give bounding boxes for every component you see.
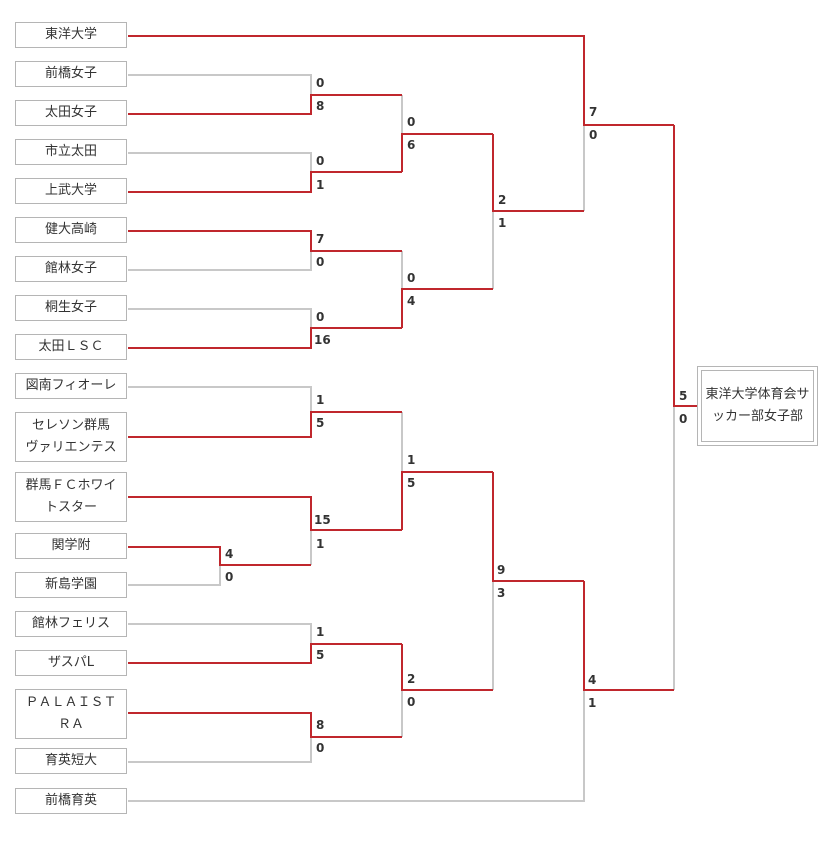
loser-path (128, 565, 221, 586)
team-kendai-takasaki: 健大高崎 (15, 217, 127, 243)
score: 3 (497, 586, 506, 600)
score: 8 (316, 99, 325, 113)
score: 15 (314, 513, 331, 527)
team-palaistra: ＰＡＬＡＩＳＴ ＲＡ (15, 689, 127, 739)
team-ota-joshi: 太田女子 (15, 100, 127, 126)
winner-path (492, 134, 584, 212)
winner-path (128, 35, 674, 126)
score: 1 (498, 216, 507, 230)
winner-path (128, 643, 402, 664)
loser-path (128, 386, 312, 412)
score: 0 (225, 570, 234, 584)
team-ikuei-tandai: 育英短大 (15, 748, 127, 774)
winner-path (128, 171, 402, 193)
score: 1 (316, 178, 325, 192)
loser-path (128, 308, 312, 328)
score: 4 (407, 294, 416, 308)
score: 8 (316, 718, 325, 732)
score: 5 (407, 476, 416, 490)
score: 0 (407, 695, 416, 709)
score: 7 (589, 105, 598, 119)
team-kangakufu: 関学附 (15, 533, 127, 559)
team-tatebayashi-joshi: 館林女子 (15, 256, 127, 282)
team-thespa-l: ザスパL (15, 650, 127, 676)
winner-path (128, 546, 311, 566)
score: 1 (316, 537, 325, 551)
team-maebashi-joshi: 前橋女子 (15, 61, 127, 87)
score: 5 (316, 416, 325, 430)
winner-path (128, 496, 402, 531)
loser-path (128, 623, 312, 644)
score: 0 (316, 255, 325, 269)
score: 0 (316, 741, 325, 755)
winner-path (128, 94, 402, 115)
team-shiritsu-ota: 市立太田 (15, 139, 127, 165)
score: 1 (316, 625, 325, 639)
score: 6 (407, 138, 416, 152)
winner-path (128, 411, 402, 438)
team-toyo: 東洋大学 (15, 22, 127, 48)
score: 5 (316, 648, 325, 662)
winner-path (401, 644, 493, 691)
loser-path (128, 251, 312, 271)
team-seleson-gunma: セレソン群馬 ヴァリエンテス (15, 412, 127, 462)
score: 0 (589, 128, 598, 142)
loser-path (128, 737, 312, 763)
winner-path (128, 327, 402, 349)
winner-path (673, 125, 697, 407)
winner-path (401, 133, 493, 172)
champion-name: 東洋大学体育会サッカー部女子部 (701, 370, 814, 442)
score: 2 (407, 672, 416, 686)
loser-path (128, 74, 312, 95)
score: 0 (407, 271, 416, 285)
score: 4 (588, 673, 597, 687)
score: 0 (316, 76, 325, 90)
team-niijima-gakuen: 新島学園 (15, 572, 127, 598)
score: 1 (588, 696, 597, 710)
loser-path (128, 690, 585, 802)
winner-path (128, 712, 402, 738)
team-kiryu-joshi: 桐生女子 (15, 295, 127, 321)
team-tatebayashi-felice: 館林フェリス (15, 611, 127, 637)
winner-path (128, 230, 402, 252)
team-gunma-fc-white-star: 群馬ＦＣホワイ トスター (15, 472, 127, 522)
score: 1 (316, 393, 325, 407)
winner-path (401, 471, 493, 530)
loser-path (128, 152, 312, 172)
champion-box: 東洋大学体育会サッカー部女子部 (697, 366, 818, 446)
score: 0 (407, 115, 416, 129)
score: 1 (407, 453, 416, 467)
winner-path (492, 472, 584, 582)
score: 16 (314, 333, 331, 347)
score: 5 (679, 389, 688, 403)
team-ota-lsc: 太田ＬＳＣ (15, 334, 127, 360)
winner-path (401, 288, 493, 328)
score: 2 (498, 193, 507, 207)
score: 0 (316, 154, 325, 168)
score: 4 (225, 547, 234, 561)
winner-path (583, 581, 674, 691)
team-maebashi-ikuei: 前橋育英 (15, 788, 127, 814)
score: 9 (497, 563, 506, 577)
team-jobu: 上武大学 (15, 178, 127, 204)
team-tonan-fiore: 図南フィオーレ (15, 373, 127, 399)
score: 7 (316, 232, 325, 246)
score: 0 (316, 310, 325, 324)
score: 0 (679, 412, 688, 426)
